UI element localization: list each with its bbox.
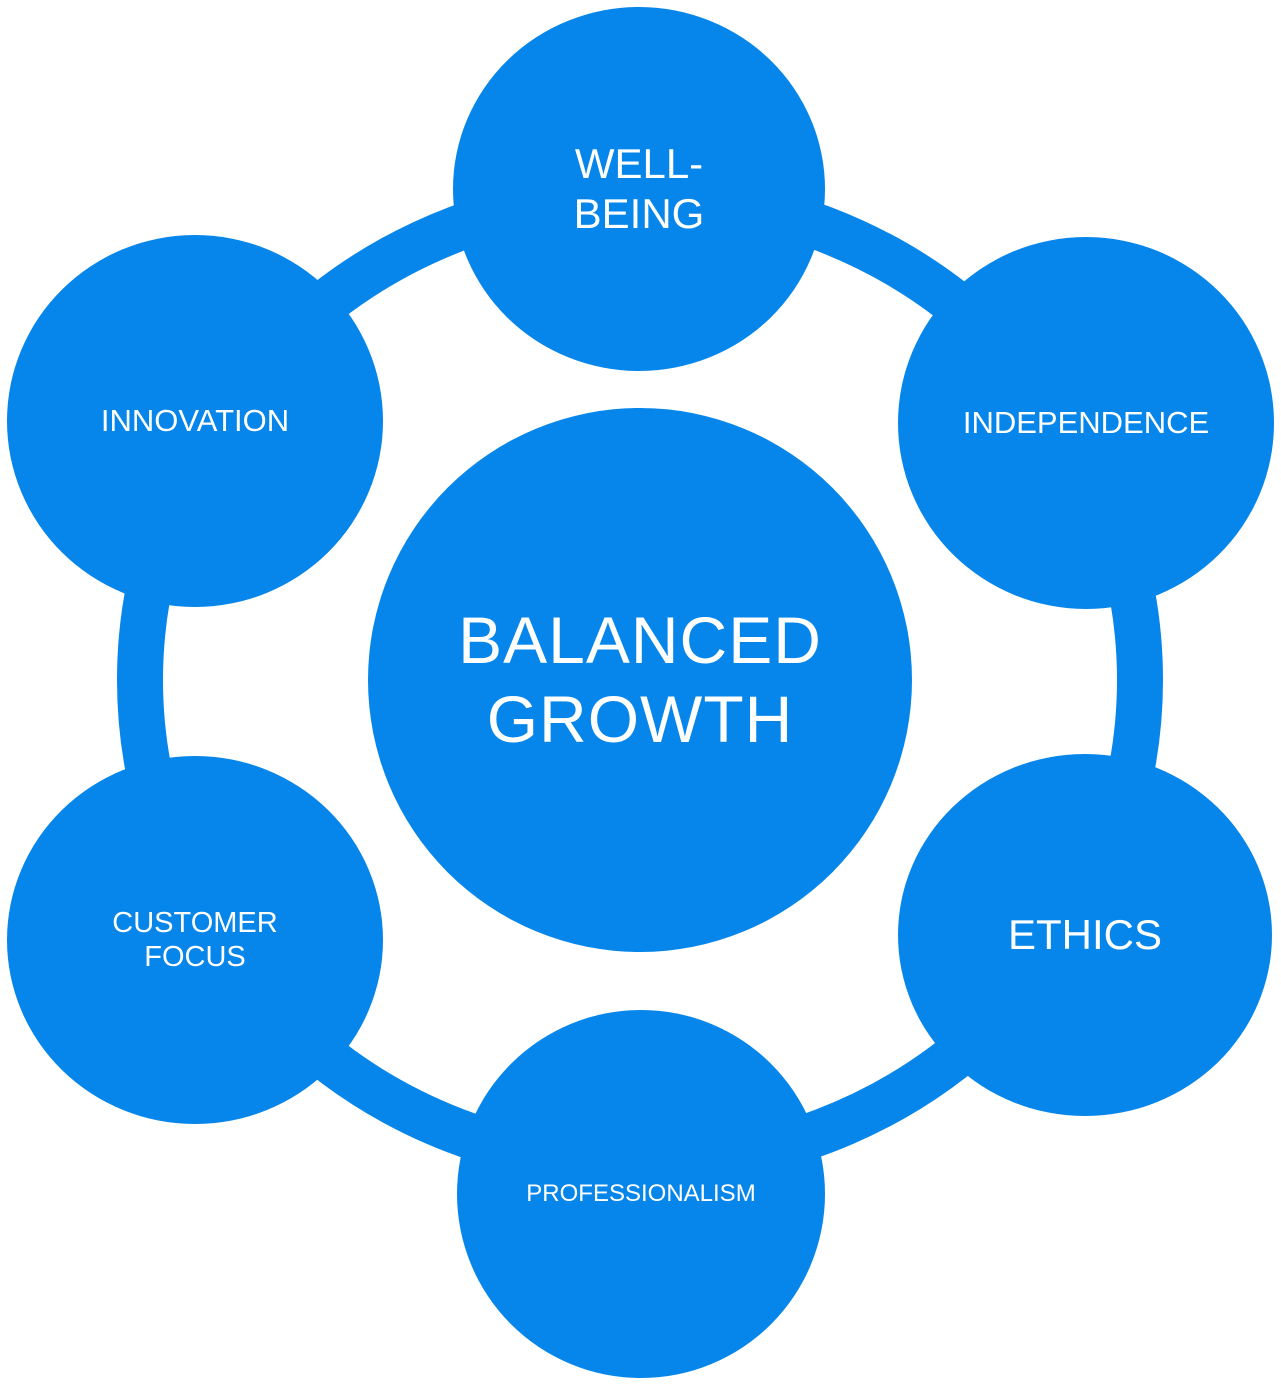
value-node-innovation: INNOVATION (7, 235, 383, 607)
value-node-customer-focus: CUSTOMER FOCUS (7, 756, 383, 1124)
value-node-professionalism: PROFESSIONALISM (457, 1010, 825, 1378)
value-node-well-being: WELL- BEING (453, 7, 825, 371)
value-node-independence: INDEPENDENCE (898, 237, 1274, 609)
center-node-balanced-growth: BALANCED GROWTH (368, 408, 912, 952)
value-node-ethics: ETHICS (898, 754, 1272, 1116)
